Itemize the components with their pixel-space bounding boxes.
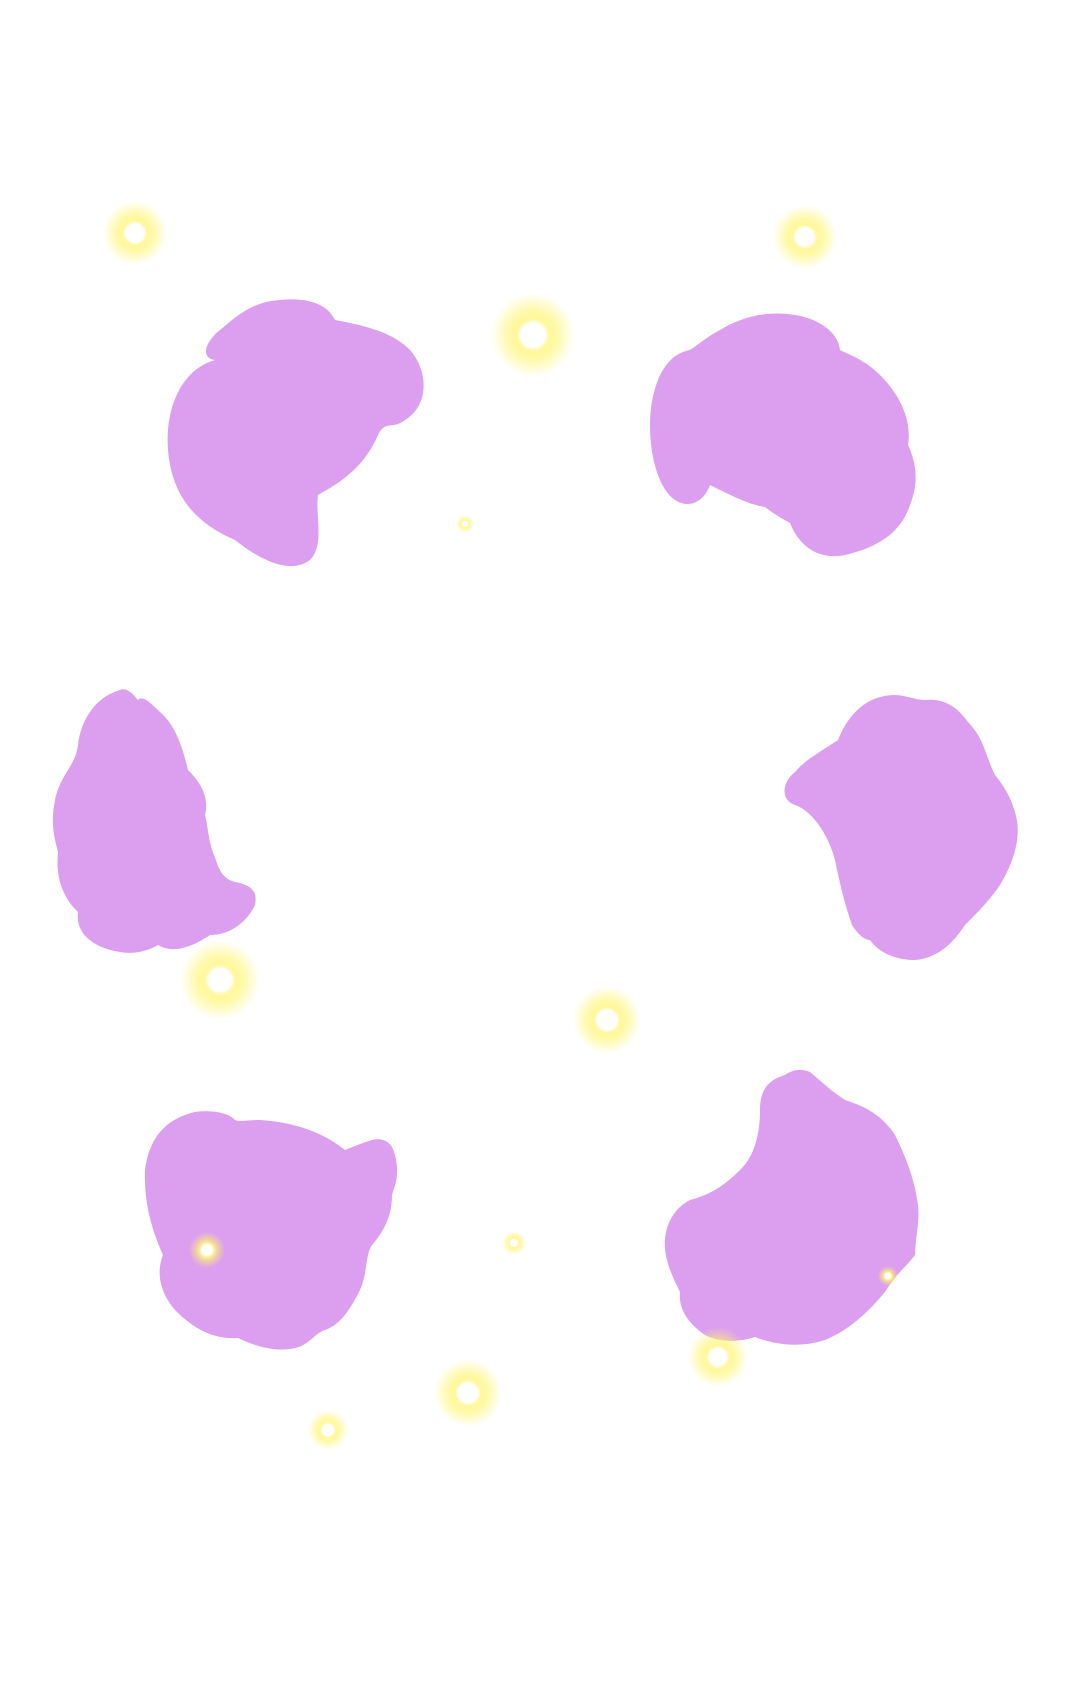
sparkle-2 <box>773 205 837 269</box>
sparkle-4 <box>456 515 474 533</box>
sparkle-11 <box>878 1266 898 1286</box>
blob-top-left <box>167 299 424 567</box>
sparkle-7 <box>189 1232 225 1268</box>
sparkle-1 <box>103 201 167 265</box>
blob-top-right <box>650 313 916 557</box>
blob-bottom-left <box>144 1111 398 1350</box>
sparkle-layer <box>103 201 898 1450</box>
sparkle-5 <box>180 940 260 1020</box>
blob-bottom-right <box>664 1069 919 1345</box>
blob-layer <box>52 299 1018 1350</box>
sparkle-12 <box>308 1410 348 1450</box>
sparkle-3 <box>491 293 575 377</box>
sparkle-10 <box>688 1327 748 1387</box>
sparkle-8 <box>502 1231 526 1255</box>
blob-middle-right <box>784 695 1018 960</box>
blob-middle-left <box>52 689 256 953</box>
sparkle-9 <box>434 1359 502 1427</box>
sparkle-6 <box>573 986 641 1054</box>
